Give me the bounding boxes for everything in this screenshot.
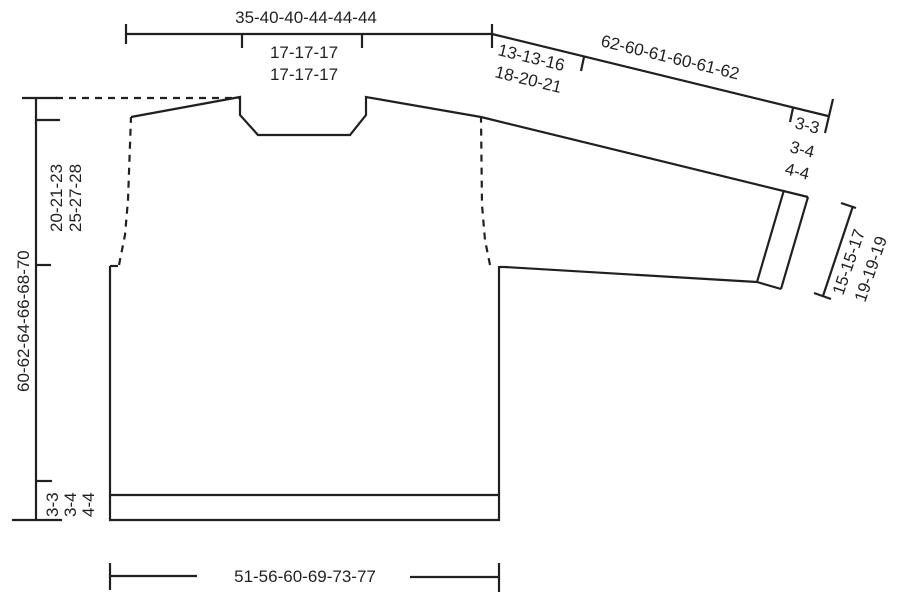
label-cuff-2: 3-4 [788, 137, 816, 161]
label-rib-3: 4-4 [79, 492, 98, 517]
dim-sleeve-length [491, 32, 835, 134]
label-top-width: 35-40-40-44-44-44 [235, 8, 377, 27]
label-rib-1: 3-3 [43, 492, 62, 517]
label-cuff-3: 4-4 [783, 159, 811, 183]
yoke-outline [130, 95, 482, 137]
label-total-length: 60-62-64-66-68-70 [14, 250, 33, 392]
dim-bottom-width [108, 563, 501, 592]
label-neck-width-2: 17-17-17 [270, 65, 338, 84]
label-armhole-2: 25-27-28 [66, 164, 85, 232]
dim-total-length [12, 96, 62, 522]
label-bottom-width: 51-56-60-69-73-77 [234, 567, 376, 586]
label-rib-2: 3-4 [61, 492, 80, 517]
dim-top-width [124, 24, 494, 48]
body-outline [108, 264, 505, 522]
label-cuff-1: 3-3 [793, 113, 821, 137]
left-armhole-dashed [117, 116, 133, 266]
sleeve-outline [480, 115, 810, 291]
right-armhole-dashed [479, 116, 492, 266]
label-armhole-1: 20-21-23 [47, 164, 66, 232]
cuff-divider [755, 189, 786, 283]
label-neck-width-1: 17-17-17 [270, 43, 338, 62]
dim-sleeve-width [813, 201, 857, 301]
label-sleeve-length: 62-60-61-60-61-62 [599, 31, 741, 83]
